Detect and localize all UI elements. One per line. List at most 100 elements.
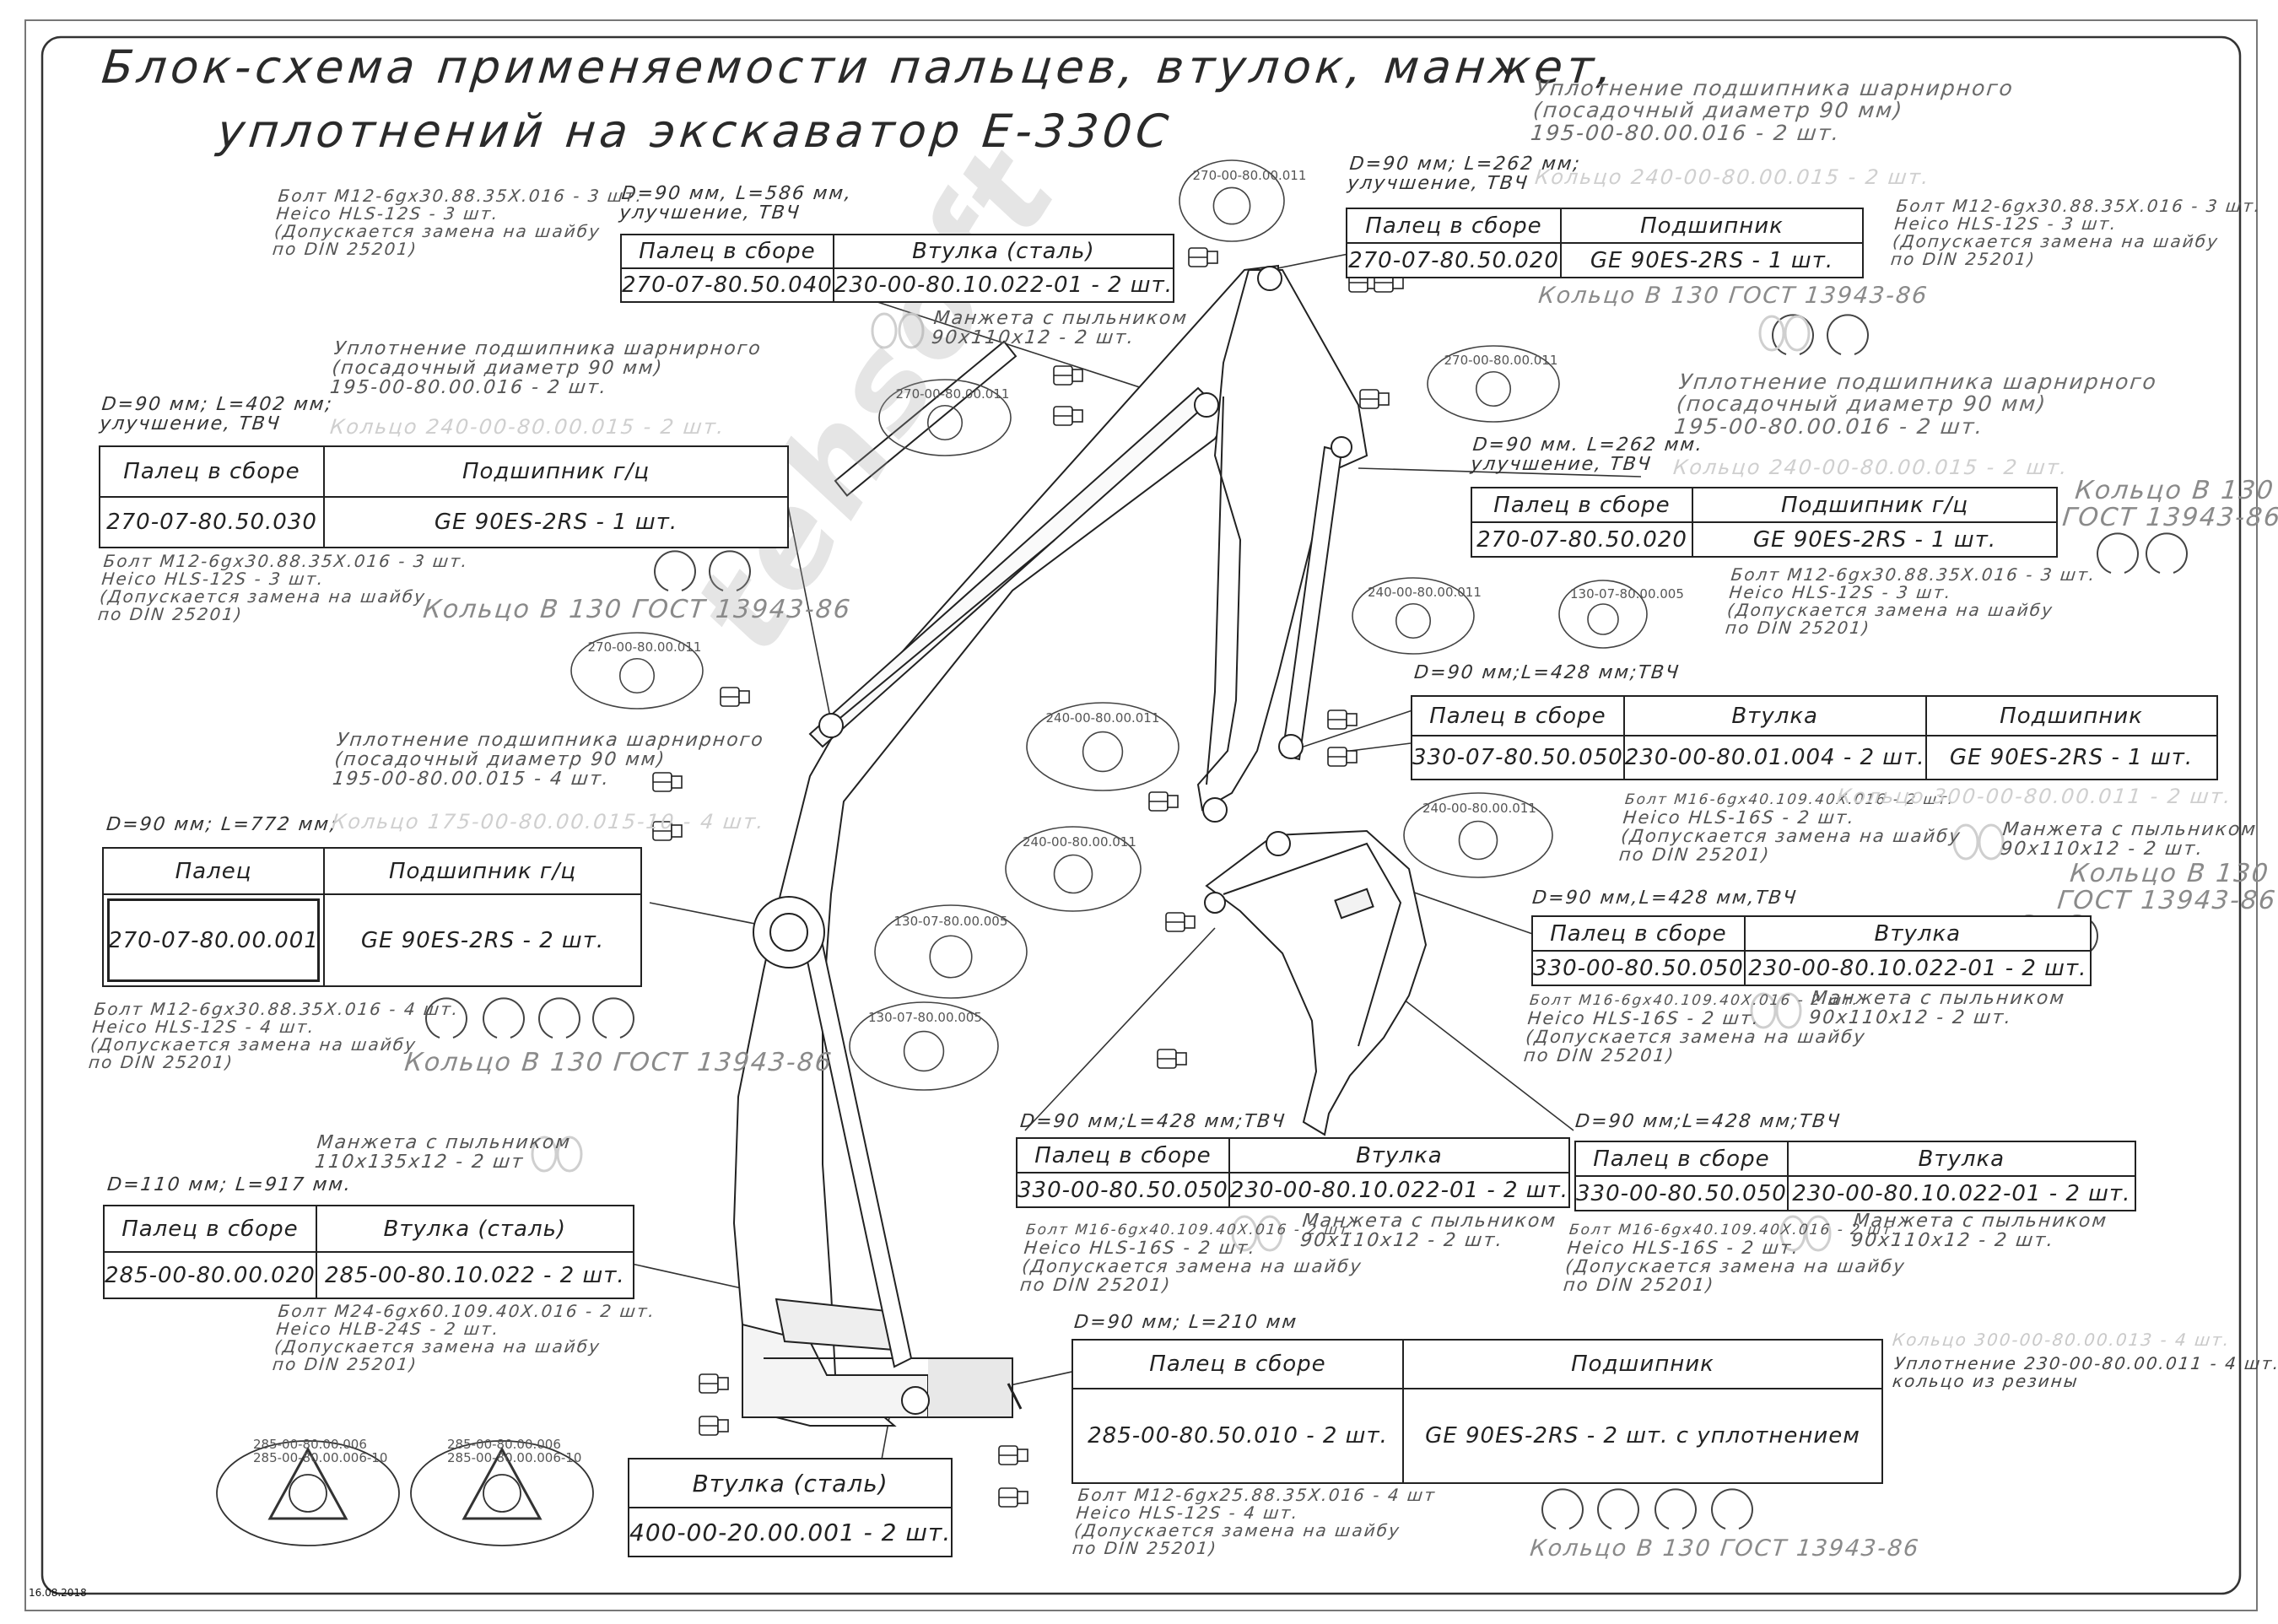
- page-title-line1: Блок-схема применяемости пальцев, втулок…: [99, 40, 1620, 94]
- detail-ellipse: [1427, 345, 1560, 423]
- bolt-icon: [1053, 365, 1083, 386]
- detail-ellipse: [1026, 702, 1179, 791]
- table-header: Подшипник г/ц: [323, 847, 642, 895]
- table-header: Втулка (сталь): [627, 1458, 953, 1508]
- bushing-code: 230-00-80.10.022-01 - 2 шт.: [1228, 1172, 1570, 1208]
- table-header: Палец в сборе: [1016, 1137, 1230, 1173]
- table-header: Подшипник г/ц: [323, 445, 789, 498]
- page-title-line2: уплотнений на экскаватор Е-330С: [214, 105, 1175, 158]
- ring-icon: [425, 997, 467, 1039]
- table-header: Подшипник: [1402, 1339, 1883, 1389]
- faded-note: Кольцо 240-00-80.00.015 - 2 шт.: [328, 415, 726, 439]
- bolt-icon: [1157, 1049, 1187, 1069]
- ring-icon: [654, 550, 696, 591]
- detail-label: 130-07-80.00.005: [893, 914, 1008, 930]
- table-header: Палец в сборе: [1411, 695, 1625, 736]
- faded-note: Кольцо 175-00-80.00.015-10 - 4 шт.: [330, 810, 767, 834]
- dim-label: D=90 мм,L=428 мм,ТВЧ: [1530, 888, 1799, 909]
- bushing-circle: [1053, 854, 1093, 894]
- detail-ellipse: [570, 632, 704, 709]
- pin-assembly-code: 270-07-80.50.020: [1346, 242, 1562, 278]
- bolt-icon: [1148, 791, 1179, 812]
- dim-label: D=90 мм; L=772 мм;: [105, 814, 339, 835]
- pin-assembly-code: 270-07-80.50.020: [1471, 521, 1693, 558]
- bushing-code: 230-00-80.10.022-01 - 2 шт.: [832, 267, 1174, 303]
- bushing-code: 230-00-80.10.022-01 - 2 шт.: [1743, 950, 2092, 986]
- detail-label: 240-00-80.00.011: [1023, 834, 1136, 850]
- outer-frame: [24, 19, 2258, 1611]
- triangular-bushings: [216, 1440, 594, 1546]
- ring-icon: [1541, 1488, 1584, 1530]
- bolt-icon: [1327, 709, 1358, 730]
- detail-ellipse: [1352, 577, 1475, 655]
- ring-icon: [483, 997, 525, 1039]
- bolt-icon: [1359, 389, 1390, 409]
- detail-label: 270-00-80.00.011: [1192, 167, 1307, 183]
- bolt-icon: [699, 1373, 729, 1394]
- ring-note: Кольцо В 130 ГОСТ 13943-86: [1528, 1535, 1921, 1562]
- table-header: Палец в сборе: [1072, 1339, 1404, 1389]
- bolt-icon: [998, 1487, 1028, 1508]
- bolt-icon: [699, 1416, 729, 1436]
- pin-assembly-code: 330-00-80.50.050: [1016, 1172, 1230, 1208]
- dim-label: D=90 мм;L=428 мм;ТВЧ: [1574, 1111, 1843, 1132]
- detail-ellipse: [849, 1001, 999, 1091]
- pin-assembly-code: 330-00-80.50.050: [1574, 1175, 1789, 1211]
- dim-label: D=110 мм; L=917 мм.: [105, 1174, 354, 1195]
- detail-ellipses: [570, 159, 1648, 1091]
- ring-icon: [1597, 1488, 1639, 1530]
- pin-code: 270-07-80.00.001: [102, 893, 325, 987]
- spec-table-12: Втулка (сталь) 400-00-20.00.001 - 2 шт.: [627, 1458, 953, 1557]
- table-header: Втулка (сталь): [832, 234, 1174, 269]
- detail-label: 270-00-80.00.011: [587, 639, 702, 655]
- dim-label: D=90 мм; L=402 мм;улучшение, ТВЧ: [98, 394, 335, 435]
- table-header: Палец в сборе: [1471, 487, 1693, 523]
- table-header: Втулка: [1622, 695, 1927, 736]
- dim-label: D=90 мм. L=262 мм.улучшение, ТВЧ: [1469, 434, 1705, 476]
- ring-icon: [1655, 1488, 1697, 1530]
- ring-icon: [2146, 532, 2188, 574]
- detail-ellipse: [1179, 159, 1285, 242]
- bearing-code: GE 90ES-2RS - 1 шт.: [1692, 521, 2058, 558]
- ring-note: Кольцо В 130 ГОСТ 13943-86: [402, 1048, 834, 1077]
- seal-note: Уплотнение подшипника шарнирного(посадоч…: [1672, 370, 2159, 439]
- dim-label: D=90 мм;L=428 мм;ТВЧ: [1018, 1111, 1287, 1132]
- detail-label: 130-07-80.00.005: [868, 1010, 982, 1026]
- hydraulic-cylinders: [804, 340, 1343, 1368]
- bolt-icon: [652, 821, 683, 841]
- cuff-symbols: [531, 312, 2005, 1252]
- pin-assembly-code: 270-07-80.50.040: [620, 267, 834, 303]
- table-header: Палец в сборе: [1346, 208, 1562, 244]
- table-header: Палец в сборе: [620, 234, 834, 269]
- ring-icon: [1772, 314, 1814, 355]
- detail-ellipse: [1558, 580, 1648, 649]
- pin-assembly-code: 330-00-80.50.050: [1531, 950, 1746, 986]
- dim-label: D=90 мм, L=586 мм,улучшение, ТВЧ: [618, 183, 854, 224]
- rubber-seal-note: Уплотнение 230-00-80.00.011 - 4 шт.кольц…: [1891, 1353, 2278, 1391]
- bolt-icon: [998, 1445, 1028, 1465]
- detail-label: 130-07-80.00.005: [1570, 585, 1684, 602]
- faded-note: Кольцо 300-00-80.00.013 - 4 шт.: [1891, 1330, 2232, 1350]
- seal-note: Уплотнение подшипника шарнирного(посадоч…: [328, 338, 764, 399]
- table-header: Подшипник г/ц: [1692, 487, 2058, 523]
- bushing-code: 230-00-80.10.022-01 - 2 шт.: [1786, 1175, 2136, 1211]
- ring-icon: [2097, 532, 2139, 574]
- table-header: Палец в сборе: [103, 1205, 317, 1253]
- table-header: Палец: [102, 847, 325, 895]
- excavator-bucket: [1205, 829, 1428, 1136]
- bushing-circle: [1458, 820, 1498, 861]
- ring-icon: [1711, 1488, 1753, 1530]
- bushing-circle: [926, 404, 964, 441]
